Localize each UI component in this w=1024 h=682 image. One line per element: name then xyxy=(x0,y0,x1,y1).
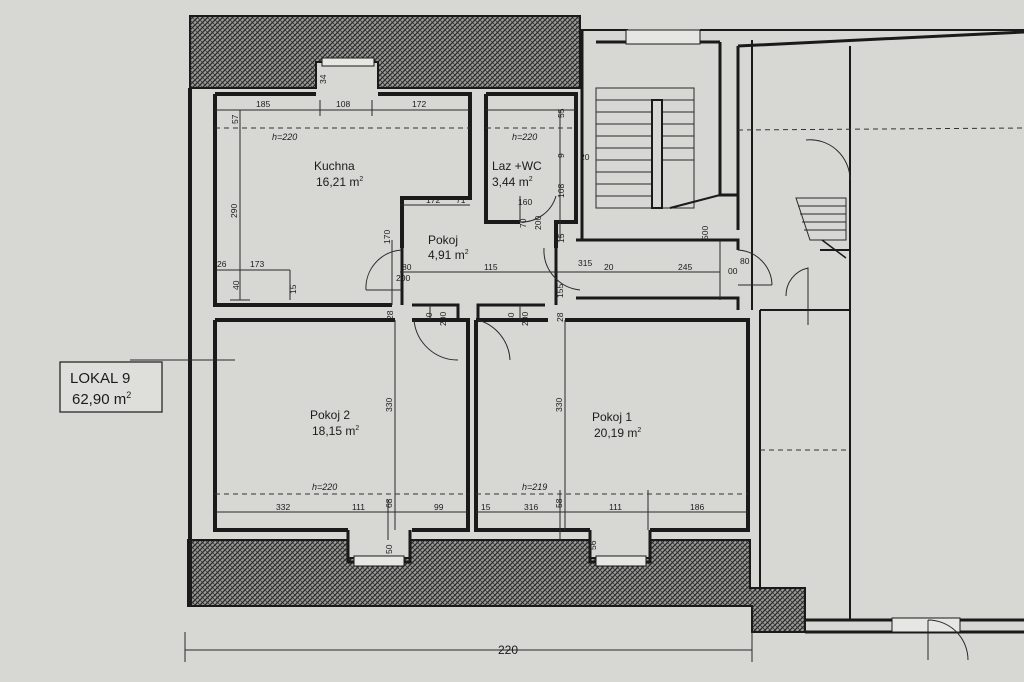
windows xyxy=(321,29,961,633)
hall-area: 4,91 m2 xyxy=(428,248,469,262)
dim-label: 20 xyxy=(580,152,590,162)
room2-height: h=220 xyxy=(312,482,337,492)
room1-area: 20,19 m2 xyxy=(594,426,641,440)
unit-name: LOKAL 9 xyxy=(70,370,130,387)
dim-label: 00 xyxy=(728,266,738,276)
kitchen-name: Kuchna xyxy=(314,159,355,173)
dim-label: 58 xyxy=(554,498,564,508)
dim-label: 15 xyxy=(556,233,566,243)
unit-label: LOKAL 9 62,90 m2 xyxy=(59,361,163,413)
room2-area: 18,15 m2 xyxy=(312,424,359,438)
room1-name: Pokoj 1 xyxy=(592,410,632,424)
dim-label: 108 xyxy=(556,184,566,198)
dim-label: 71 xyxy=(456,195,466,205)
kitchen-height: h=220 xyxy=(272,132,297,142)
unit-area: 62,90 m2 xyxy=(72,390,131,408)
hall-name: Pokoj xyxy=(428,233,458,247)
dimension-lines xyxy=(130,100,753,662)
dim-label: 28 xyxy=(385,310,395,320)
dim-label: 40 xyxy=(231,280,241,290)
dim-label: 186 xyxy=(690,502,704,512)
dim-label: 99 xyxy=(434,502,444,512)
dim-label: 68 xyxy=(384,498,394,508)
dim-label: 200 xyxy=(520,312,530,326)
dim-label: 20 xyxy=(604,262,614,272)
dim-label: 28 xyxy=(555,312,565,322)
dim-label: 500 xyxy=(700,226,710,240)
dim-label: 57 xyxy=(230,114,240,124)
dim-label: 70 xyxy=(518,218,528,228)
dim-label: 173 xyxy=(250,259,264,269)
dim-label: 185 xyxy=(256,99,270,109)
dim-label: 50 xyxy=(384,544,394,554)
dim-label: 172 xyxy=(412,99,426,109)
dim-label: 55 xyxy=(556,108,566,118)
staircase-right xyxy=(795,197,847,259)
dim-label: 330 xyxy=(384,398,394,412)
dim-label: 315 xyxy=(578,258,592,268)
dim-label: 80 xyxy=(740,256,750,266)
dim-label: 80 xyxy=(424,312,434,322)
dim-label: 245 xyxy=(678,262,692,272)
dim-label: 80 xyxy=(506,312,516,322)
kitchen-area: 16,21 m2 xyxy=(316,175,363,189)
staircase-main xyxy=(595,87,721,209)
height-datum-lines xyxy=(215,127,1024,495)
dim-label: 200 xyxy=(396,273,410,283)
dim-label: 160 xyxy=(518,197,532,207)
dim-label: 80 xyxy=(402,262,412,272)
room1-height: h=219 xyxy=(522,482,547,492)
bathroom-height: h=220 xyxy=(512,132,537,142)
dim-label: 108 xyxy=(336,99,350,109)
dim-label: 26 xyxy=(217,259,227,269)
dim-label: 111 xyxy=(609,502,622,512)
dim-label: 332 xyxy=(276,502,290,512)
dim-label: 34 xyxy=(318,74,328,84)
dim-label: 15 xyxy=(481,502,491,512)
overall-dimension: 220 xyxy=(498,643,518,657)
dim-label: 200 xyxy=(533,216,543,230)
dim-label: 290 xyxy=(229,204,239,218)
room2-name: Pokoj 2 xyxy=(310,408,350,422)
dim-label: 330 xyxy=(554,398,564,412)
dim-label: 170 xyxy=(382,230,392,244)
dim-label: 115 xyxy=(484,262,498,272)
dim-label: 15 xyxy=(288,284,298,294)
dimension-numbers: 185 108 172 34 57 290 26 173 40 15 172 7… xyxy=(217,74,750,657)
dim-label: 9 xyxy=(556,153,566,158)
dim-label: 56 xyxy=(588,540,598,550)
bathroom-name: Laz +WC xyxy=(492,159,542,173)
dim-label: 111 xyxy=(352,502,365,512)
dim-label: 316 xyxy=(524,502,538,512)
room-labels: Kuchna 16,21 m2 h=220 Laz +WC 3,44 m2 h=… xyxy=(272,132,641,492)
doors xyxy=(365,139,969,661)
bathroom-area: 3,44 m2 xyxy=(492,175,533,189)
dim-label: 200 xyxy=(438,312,448,326)
dim-label: 172 xyxy=(426,195,440,205)
dim-label: 155 xyxy=(555,284,565,298)
